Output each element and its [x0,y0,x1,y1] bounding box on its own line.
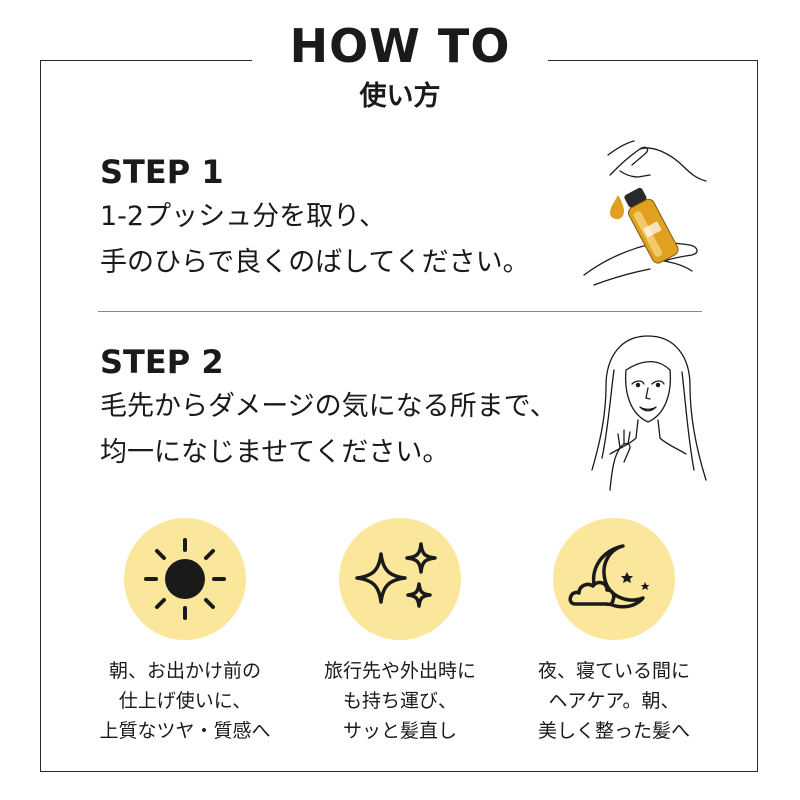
feature-morning-caption: 朝、お出かけ前の 仕上げ使いに、 上質なツヤ・質感へ [85,656,285,746]
feature-morning-line-1: 朝、お出かけ前の [108,660,261,682]
step-1-line-2: 手のひらで良くのばしてください。 [100,247,530,278]
moon-cloud-icon [568,544,650,609]
step-2-line-1: 毛先からダメージの気になる所まで、 [100,391,557,422]
feature-morning-line-2: 仕上げ使いに、 [118,690,252,712]
page-title: HOW TO [289,19,511,73]
feature-travel-line-3: サッと髪直し [342,720,457,742]
hands-bottle-icon [583,140,707,286]
feature-travel-line-1: 旅行先や外出時に [323,660,476,682]
step-1-text: 1-2プッシュ分を取り、 手のひらで良くのばしてください。 [100,194,530,286]
step-divider [98,311,702,312]
feature-night-line-3: 美しく整った髪へ [537,720,690,742]
sun-icon [144,538,226,620]
sparkle-icon [355,542,437,608]
step-2-title: STEP 2 [100,343,224,381]
feature-travel-circle [339,518,461,640]
content-frame [40,60,758,772]
frame-top-left-line [40,60,252,61]
feature-morning-circle [124,518,246,640]
feature-night-circle [553,518,675,640]
frame-top-right-line [548,60,758,61]
step-1-line-1: 1-2プッシュ分を取り、 [100,201,387,232]
step-2-text: 毛先からダメージの気になる所まで、 均一になじませてください。 [100,384,557,476]
feature-travel-line-2: も持ち運び、 [342,690,457,712]
feature-morning-line-3: 上質なツヤ・質感へ [99,720,271,742]
feature-night-line-1: 夜、寝ている間に [537,660,690,682]
woman-hair-icon [591,335,707,491]
feature-travel-caption: 旅行先や外出時に も持ち運び、 サッと髪直し [300,656,500,746]
step-1-title: STEP 1 [100,153,224,191]
feature-night-caption: 夜、寝ている間に ヘアケア。朝、 美しく整った髪へ [514,656,714,746]
step-2-line-2: 均一になじませてください。 [100,437,450,468]
feature-night-line-2: ヘアケア。朝、 [548,690,680,712]
page-subtitle: 使い方 [359,81,441,112]
